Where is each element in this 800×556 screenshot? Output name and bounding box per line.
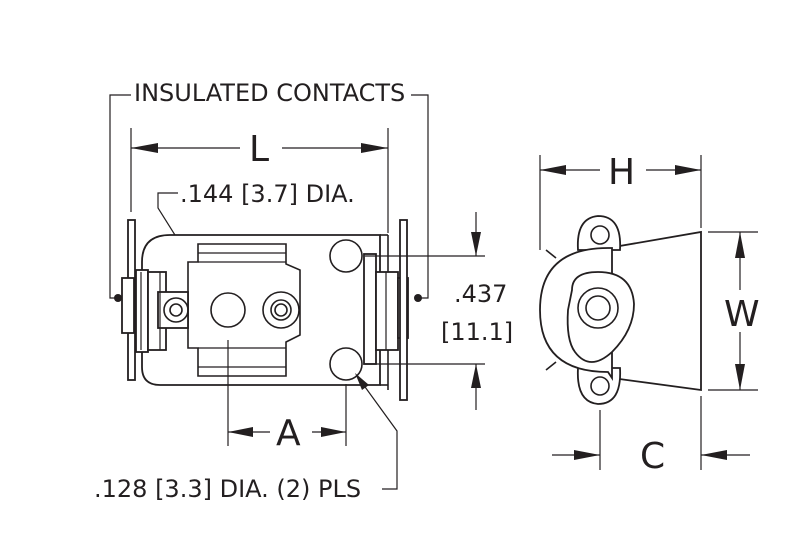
dimension-l-label: L <box>249 129 269 170</box>
mounting-ears <box>576 215 621 405</box>
hole-144-label: .144 [3.7] DIA. <box>180 180 355 208</box>
mount-hole-lower <box>329 347 363 381</box>
dimension-h <box>539 155 702 250</box>
top-view: INSULATED CONTACTS L .144 [3.7] DIA. <box>94 79 513 503</box>
center-fastener <box>262 291 300 329</box>
side-view: H W <box>539 152 760 477</box>
dimension-a-label: A <box>276 413 301 454</box>
dimension-h-label: H <box>608 152 635 193</box>
dimension-w-label: W <box>724 294 760 335</box>
left-contact <box>121 269 189 353</box>
dimension-l <box>130 128 389 233</box>
right-contact <box>363 219 409 401</box>
dimension-437-label: .437 <box>454 280 507 308</box>
insulated-contacts-leader <box>109 94 429 302</box>
hub <box>566 271 635 363</box>
hole-128-leader <box>355 373 398 490</box>
hole-128-label: .128 [3.3] DIA. (2) PLS <box>94 475 361 503</box>
dimension-c <box>552 396 750 470</box>
center-hole <box>210 292 246 328</box>
dimension-c-label: C <box>640 436 665 477</box>
dimension-11-1-label: [11.1] <box>441 318 513 346</box>
dimension-437 <box>365 212 485 410</box>
insulated-contacts-label: INSULATED CONTACTS <box>134 79 405 107</box>
mount-hole-upper <box>329 239 363 273</box>
dimension-w <box>708 231 758 391</box>
dimension-a <box>227 340 347 446</box>
